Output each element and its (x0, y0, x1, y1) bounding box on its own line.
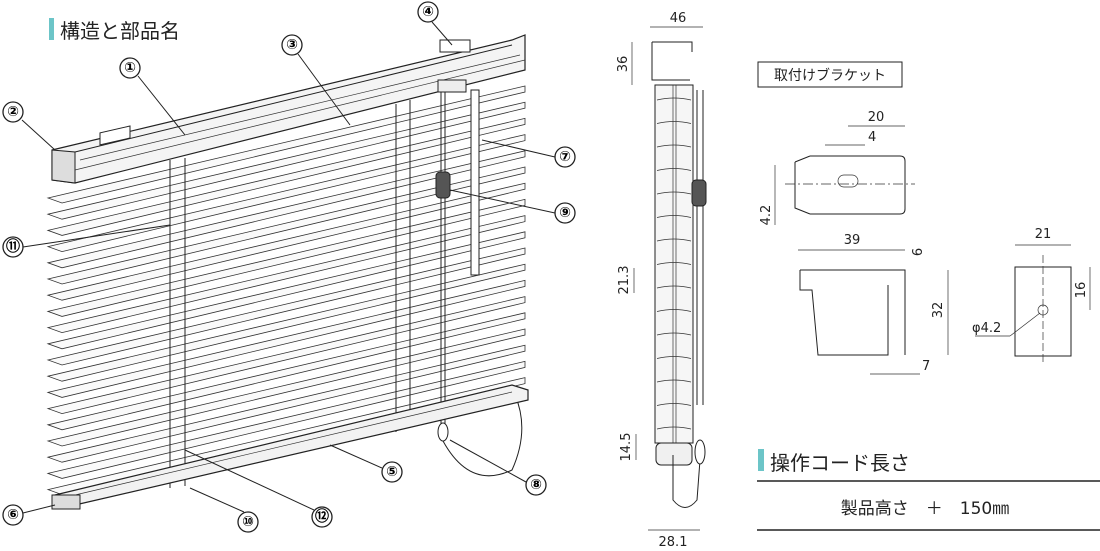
slat (46, 328, 526, 447)
side-slat (656, 356, 692, 359)
bracket-right (439, 39, 471, 53)
callout-9: ⑨ (449, 189, 576, 224)
svg-text:20: 20 (868, 110, 885, 125)
svg-text:③: ③ (286, 37, 298, 53)
svg-text:⑩: ⑩ (242, 514, 254, 530)
side-slat (656, 97, 692, 101)
callout-2: ② (2, 101, 56, 151)
svg-text:7: 7 (922, 359, 930, 374)
slat (46, 198, 526, 317)
dim-21-3: 21.3 (617, 266, 632, 295)
slat (46, 117, 526, 236)
side-slat (656, 403, 692, 406)
svg-text:φ4.2: φ4.2 (972, 321, 1001, 336)
svg-text:16: 16 (1074, 282, 1089, 299)
svg-text:⑥: ⑥ (7, 507, 19, 523)
title-accent-bar (49, 18, 54, 40)
tilt-wand[interactable] (470, 89, 480, 276)
bracket-section: 取付けブラケット 20 4 4.2 39 6 32 7 21 16 φ4.2 (757, 61, 1091, 375)
callout-11: ⑪ (2, 224, 171, 258)
callout-1: ① (119, 57, 186, 136)
side-slat (656, 215, 692, 218)
svg-text:⑪: ⑪ (6, 238, 20, 255)
slat (46, 247, 526, 366)
side-bottom-rail (655, 442, 693, 466)
callout-4: ④ (417, 1, 453, 46)
svg-text:4: 4 (868, 130, 876, 145)
svg-text:⑫: ⑫ (315, 508, 329, 525)
slat (46, 85, 526, 204)
bracket-label: 取付けブラケット (774, 67, 886, 84)
side-slat (656, 144, 692, 148)
side-slat (656, 379, 692, 383)
callout-6: ⑥ (2, 504, 56, 526)
svg-text:39: 39 (844, 233, 861, 248)
side-view: 46 36 21.3 14.5 28.1 (616, 11, 707, 550)
side-slat (656, 332, 692, 336)
cord-equalizer (437, 422, 449, 442)
slat (46, 279, 526, 398)
svg-text:6: 6 (911, 248, 926, 256)
end-cap (51, 494, 81, 510)
svg-text:32: 32 (931, 302, 946, 319)
pull-cord[interactable] (435, 92, 523, 477)
ladder-cords (169, 100, 411, 488)
svg-text:21: 21 (1035, 227, 1052, 242)
callout-10: ⑩ (189, 487, 259, 533)
slat (46, 182, 526, 301)
side-slat (656, 426, 692, 430)
side-slat (656, 168, 692, 171)
callout-5: ⑤ (329, 444, 403, 483)
slat (46, 150, 526, 269)
svg-text:④: ④ (422, 4, 434, 20)
slat (46, 263, 526, 382)
side-slat (656, 238, 692, 242)
slat (46, 101, 526, 220)
dim-28-1: 28.1 (659, 535, 688, 550)
cord-length-title: 操作コード長さ (770, 451, 910, 475)
svg-text:⑧: ⑧ (530, 477, 542, 493)
slat (46, 360, 526, 479)
svg-text:⑨: ⑨ (559, 205, 571, 221)
side-slat (656, 285, 692, 289)
callout-12: ⑫ (184, 449, 333, 528)
tilt-mechanism (437, 79, 467, 93)
head-rail (51, 34, 526, 184)
slat (46, 134, 526, 253)
slat (46, 166, 526, 285)
side-slat (656, 262, 692, 265)
cord-lock-bead (435, 171, 451, 199)
dim-46: 46 (670, 11, 687, 26)
cord-length-section: 操作コード長さ 製品高さ ＋ 150㎜ (757, 449, 1100, 531)
svg-text:②: ② (7, 104, 19, 120)
side-slat (656, 309, 692, 312)
side-slat (656, 121, 692, 124)
svg-text:⑦: ⑦ (559, 149, 571, 165)
callout-8: ⑧ (449, 439, 547, 496)
side-slat (656, 191, 692, 195)
slat (46, 312, 526, 431)
svg-text:⑤: ⑤ (386, 464, 398, 480)
dim-36: 36 (616, 56, 631, 73)
slats (46, 85, 526, 496)
dim-14-5: 14.5 (619, 433, 634, 462)
slat (46, 344, 526, 463)
structure-title: 構造と部品名 (60, 19, 180, 43)
svg-text:4.2: 4.2 (759, 205, 774, 226)
slat (46, 296, 526, 415)
cord-length-formula: 製品高さ ＋ 150㎜ (841, 499, 1009, 519)
slat (46, 215, 526, 334)
slat (46, 377, 526, 496)
slat (46, 231, 526, 350)
callout-3: ③ (281, 34, 351, 126)
bracket-left (99, 125, 131, 146)
callout-7: ⑦ (481, 139, 576, 168)
svg-text:①: ① (124, 60, 136, 76)
